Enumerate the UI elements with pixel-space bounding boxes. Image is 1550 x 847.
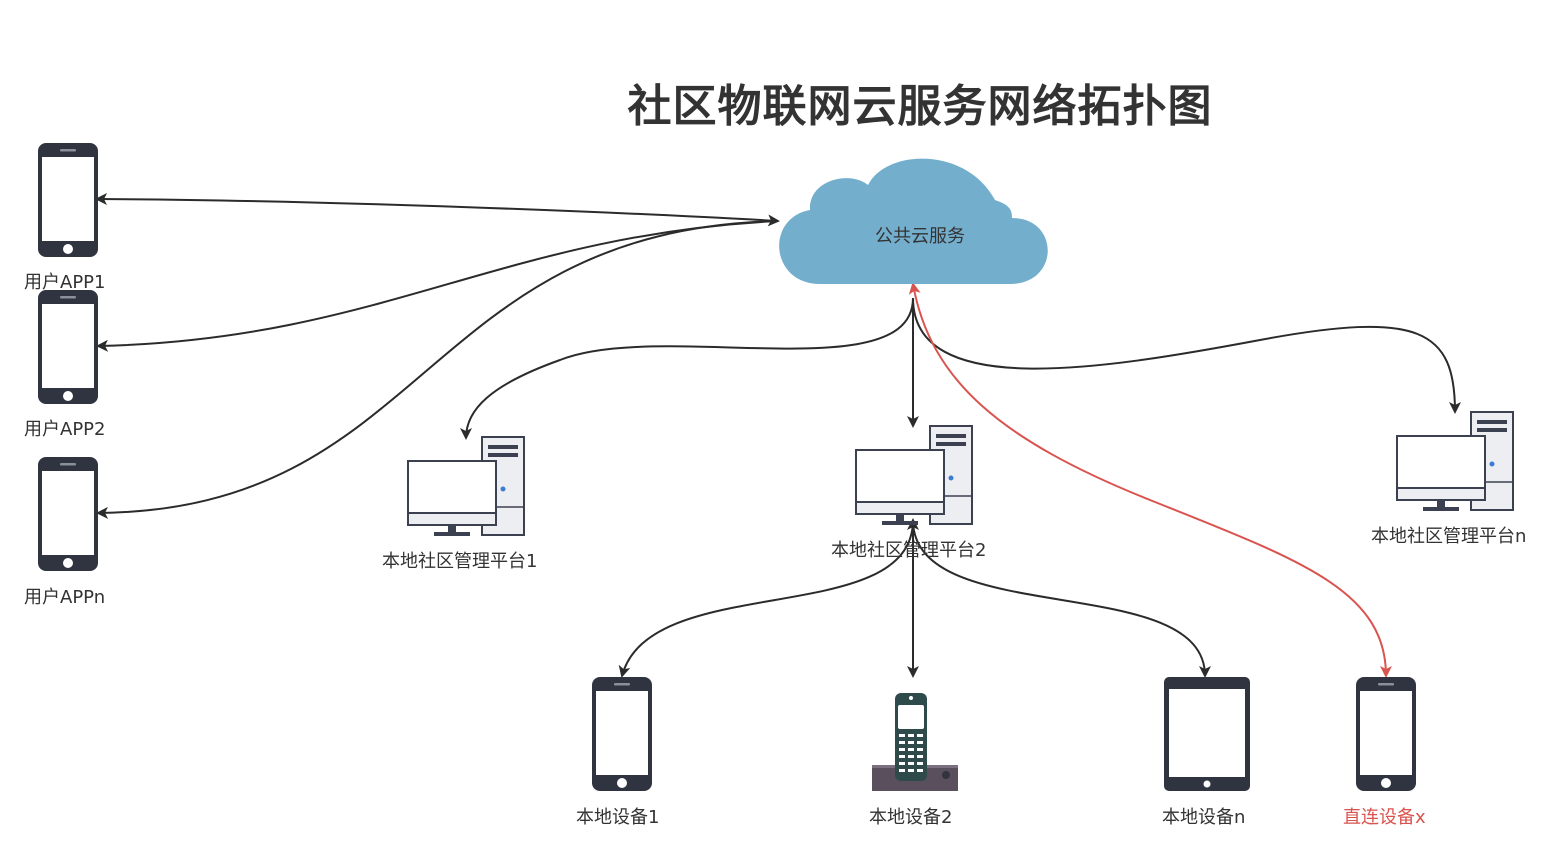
edges [95,193,1461,678]
devicen-label: 本地设备n [1162,807,1246,828]
platform1-computer-icon [407,436,525,537]
user-app1-label: 用户APP1 [24,272,106,293]
edge-cloud-app1 [95,193,780,227]
platform2-label: 本地社区管理平台2 [831,540,987,561]
edge-cloud-platformn [912,297,1461,414]
cloud-label: 公共云服务 [875,226,965,247]
user-appn-phone-icon [38,457,98,571]
diagram-title: 社区物联网云服务网络拓扑图 [627,81,1213,132]
edge-cloud-appn [96,220,779,519]
platform2-computer-icon [855,425,973,526]
user-appn-label: 用户APPn [24,587,106,608]
cordless-phone-icon [872,693,958,791]
edge-cloud-direct-device [908,282,1392,678]
direct-device-phone-icon [1356,677,1416,791]
platformn-computer-icon [1396,411,1514,512]
user-app2-label: 用户APP2 [24,419,106,440]
user-app1-phone-icon [38,143,98,257]
direct-device-label: 直连设备x [1343,807,1426,828]
platform1-label: 本地社区管理平台1 [382,551,538,572]
cloud-icon [779,158,1048,284]
edge-platform2-device1 [618,518,919,678]
device1-phone-icon [592,677,652,791]
device2-label: 本地设备2 [869,807,953,828]
device1-label: 本地设备1 [576,807,660,828]
edge-cloud-app2 [96,220,779,352]
platformn-label: 本地社区管理平台n [1371,526,1527,547]
user-app2-phone-icon [38,290,98,404]
edge-cloud-platform1 [460,297,914,440]
tablet-icon [1164,677,1250,791]
